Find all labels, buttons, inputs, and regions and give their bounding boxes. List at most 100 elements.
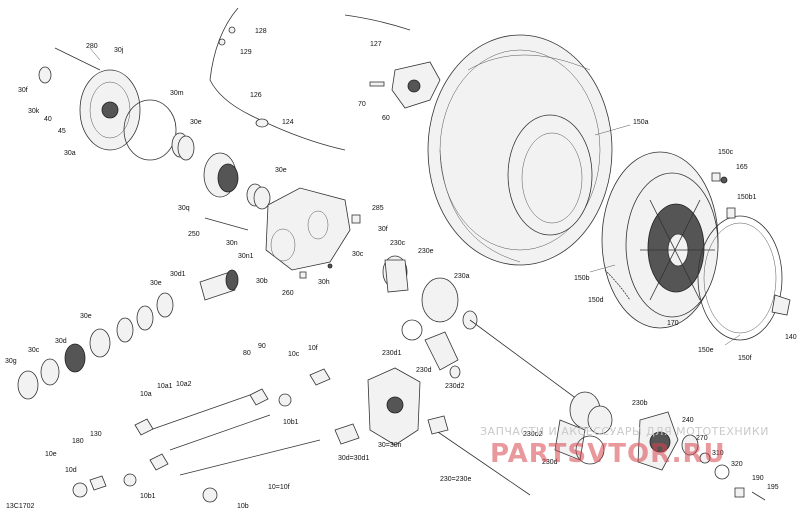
label-30b: 30b <box>256 278 268 285</box>
label-230b: 230b <box>632 400 648 407</box>
label-126: 126 <box>250 92 262 99</box>
cap-150b1 <box>726 207 736 219</box>
bearing-train-30 <box>17 292 174 400</box>
nut-310 <box>699 452 711 464</box>
label-129: 129 <box>240 49 252 56</box>
label-10b1: 10b1 <box>140 493 156 500</box>
label-30f-2: 30f <box>378 226 388 233</box>
label-150b1: 150b1 <box>737 194 757 201</box>
label-30n1: 30n1 <box>238 253 254 260</box>
label-280: 280 <box>86 43 98 50</box>
label-30g: 30g <box>5 358 17 365</box>
screw-260 <box>299 271 307 279</box>
label-40: 40 <box>44 116 52 123</box>
label-150b: 150b <box>574 275 590 282</box>
label-150a: 150a <box>633 119 649 126</box>
cotter-pin-195 <box>751 491 766 501</box>
label-195: 195 <box>767 484 779 491</box>
wheel-rim-150b <box>601 151 719 329</box>
label-10f: 10f <box>308 345 318 352</box>
label-10b1-upper: 10b1 <box>283 419 299 426</box>
label-124: 124 <box>282 119 294 126</box>
shim-stack-30e-2 <box>246 183 271 210</box>
label-80: 80 <box>243 350 251 357</box>
label-10c: 10c <box>288 351 300 358</box>
cv-boot-230e <box>382 255 409 293</box>
label-45: 45 <box>58 128 66 135</box>
shim-stack-30e <box>171 132 195 161</box>
valve-150c <box>720 176 728 184</box>
seal-270 <box>681 434 699 456</box>
label-30e-3: 30e <box>150 280 162 287</box>
u-joint-10b <box>202 487 218 503</box>
label-165: 165 <box>736 164 748 171</box>
label-30n: 30n <box>226 240 238 247</box>
label-180: 180 <box>72 438 84 445</box>
label-230d2-lower: 230d2 <box>523 431 543 438</box>
label-10e: 10e <box>45 451 57 458</box>
label-30d-eq-30d1: 30d=30d1 <box>338 455 369 462</box>
label-285: 285 <box>372 205 384 212</box>
screw-70 <box>369 81 385 87</box>
label-150d: 150d <box>588 297 604 304</box>
label-30m: 30m <box>170 90 184 97</box>
nut-190 <box>734 487 745 498</box>
label-230a: 230a <box>454 273 470 280</box>
label-150e: 150e <box>698 347 714 354</box>
label-320: 320 <box>731 461 743 468</box>
label-30c-top: 30c <box>352 251 364 258</box>
clamp-128 <box>228 26 236 34</box>
label-30e-2: 30e <box>275 167 287 174</box>
u-joint-10b1-upper <box>278 393 292 407</box>
label-127: 127 <box>370 41 382 48</box>
label-230-eq-230e: 230=230e <box>440 476 471 483</box>
driveshaft-10 <box>134 368 331 476</box>
label-30a: 30a <box>64 150 76 157</box>
label-30c: 30c <box>28 347 40 354</box>
hose-127 <box>344 14 411 31</box>
bolt-chain-150d <box>604 269 631 301</box>
o-ring-30m <box>123 99 177 161</box>
label-10a1: 10a1 <box>157 383 173 390</box>
label-10b: 10b <box>237 503 249 510</box>
clamp-129 <box>218 38 226 46</box>
hub-cap-140 <box>771 294 791 316</box>
seal-30f-left <box>38 66 52 84</box>
bolt-280 <box>54 47 101 71</box>
label-30e-1: 30e <box>190 119 202 126</box>
label-230d: 230d <box>416 367 432 374</box>
pin-30h <box>327 263 333 269</box>
coupler-30d <box>334 423 360 445</box>
label-170: 170 <box>667 320 679 327</box>
label-230d1: 230d1 <box>382 350 402 357</box>
label-230d2: 230d2 <box>445 383 465 390</box>
u-joint-10b1 <box>123 473 137 487</box>
label-10a: 10a <box>140 391 152 398</box>
bracket-60 <box>391 61 441 109</box>
label-250: 250 <box>188 231 200 238</box>
label-10d: 10d <box>65 467 77 474</box>
bolt-250 <box>204 217 249 231</box>
u-joint-10e <box>72 482 88 498</box>
diff-housing-30b <box>265 187 351 271</box>
plug-285 <box>351 214 361 224</box>
label-310: 310 <box>712 450 724 457</box>
label-30-eq-30n: 30=30n <box>378 442 402 449</box>
label-30h: 30h <box>318 279 330 286</box>
label-240: 240 <box>682 417 694 424</box>
yoke-10d <box>89 475 107 491</box>
clamp-230d2 <box>449 365 461 379</box>
label-150c: 150c <box>718 149 734 156</box>
pinion-30d1 <box>199 269 239 301</box>
label-30j: 30j <box>114 47 124 54</box>
label-30q: 30q <box>178 205 190 212</box>
label-270: 270 <box>696 435 708 442</box>
label-30e-4: 30e <box>80 313 92 320</box>
wheel-hub-240 <box>637 411 679 471</box>
label-30f: 30f <box>18 87 28 94</box>
gear-30q <box>203 152 239 198</box>
lug-nut-165 <box>711 172 721 182</box>
label-150f: 150f <box>738 355 752 362</box>
label-90: 90 <box>258 343 266 350</box>
spare-shaft-230 <box>427 415 531 496</box>
